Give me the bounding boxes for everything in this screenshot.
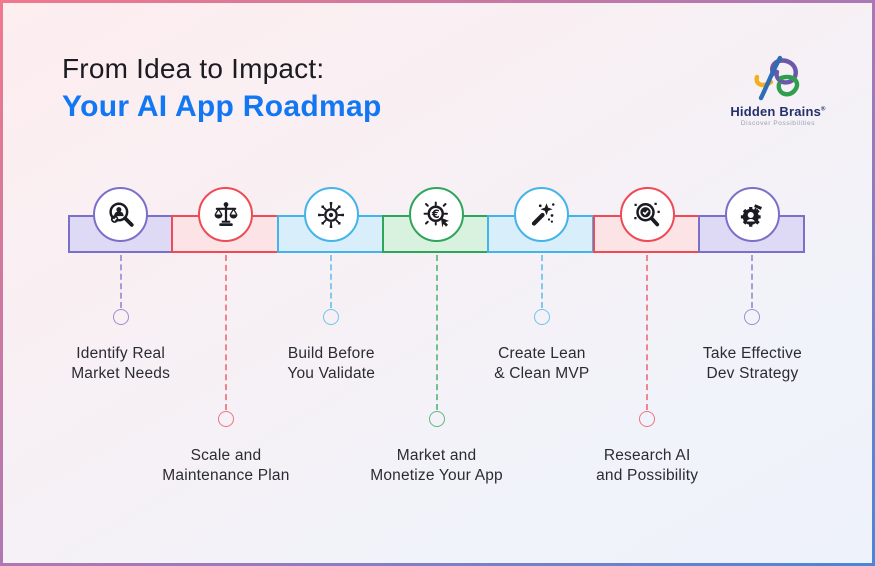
step-label-line-2: Market Needs	[71, 364, 171, 382]
step-label-line-1: Market and	[396, 447, 477, 464]
step-label-line-2: Dev Strategy	[706, 364, 799, 382]
page-title: From Idea to Impact: Your AI App Roadmap	[62, 50, 382, 126]
logo-brand-name: Hidden Brains®	[730, 104, 826, 119]
step-label-line-1: Research AI	[603, 447, 691, 464]
balance-scale-icon	[211, 200, 241, 230]
step-label-line-1: Take Effective	[702, 345, 802, 362]
step-icon-bubble	[619, 187, 675, 242]
monetize-icon: €	[422, 200, 452, 230]
title-line-2: Your AI App Roadmap	[62, 90, 382, 123]
hidden-brains-logo-icon	[754, 55, 800, 101]
connector-line	[330, 255, 333, 308]
connector-dot	[744, 309, 761, 325]
dev-strategy-icon	[737, 200, 767, 230]
connector-line	[646, 255, 649, 410]
connector-dot	[323, 309, 340, 325]
ai-research-icon	[632, 200, 662, 230]
step-label: Create Lean & Clean MVP	[450, 344, 634, 383]
market-research-icon	[106, 200, 136, 230]
connector-dot	[428, 411, 445, 427]
connector-dot	[639, 411, 656, 427]
step-label: Research AI and Possibility	[555, 446, 739, 485]
step-label-line-2: Maintenance Plan	[162, 466, 290, 484]
connector-line	[435, 255, 438, 410]
step-label-line-1: Build Before	[287, 345, 375, 362]
connector-dot	[533, 309, 550, 325]
step-icon-bubble	[93, 187, 149, 242]
connector-line	[751, 255, 754, 308]
connector-line	[224, 255, 227, 410]
connector-line	[540, 255, 543, 308]
step-label-line-2: Monetize Your App	[370, 466, 503, 484]
connector-dot	[217, 411, 234, 427]
step-icon-bubble	[724, 187, 780, 242]
step-icon-bubble	[198, 187, 254, 242]
step-label-line-2: You Validate	[287, 364, 376, 382]
step-icon-bubble	[514, 187, 570, 242]
svg-text:€: €	[430, 207, 439, 220]
title-line-1: From Idea to Impact:	[62, 53, 325, 84]
step-label-line-2: and Possibility	[596, 466, 699, 484]
ai-network-icon	[316, 200, 346, 230]
step-label-line-1: Create Lean	[498, 345, 586, 362]
connector-line	[119, 255, 122, 308]
step-icon-bubble: €	[409, 187, 465, 242]
step-label-line-1: Scale and	[190, 447, 262, 464]
step-label-line-2: & Clean MVP	[494, 364, 590, 382]
hidden-brains-logo: Hidden Brains® Discover Possibilities	[722, 52, 834, 127]
logo-tagline: Discover Possibilities	[740, 120, 816, 127]
step-icon-bubble	[303, 187, 359, 242]
magic-wand-icon	[527, 200, 557, 230]
registered-mark: ®	[821, 106, 826, 113]
connector-dot	[112, 309, 129, 325]
step-label-line-1: Identify Real	[76, 345, 166, 362]
